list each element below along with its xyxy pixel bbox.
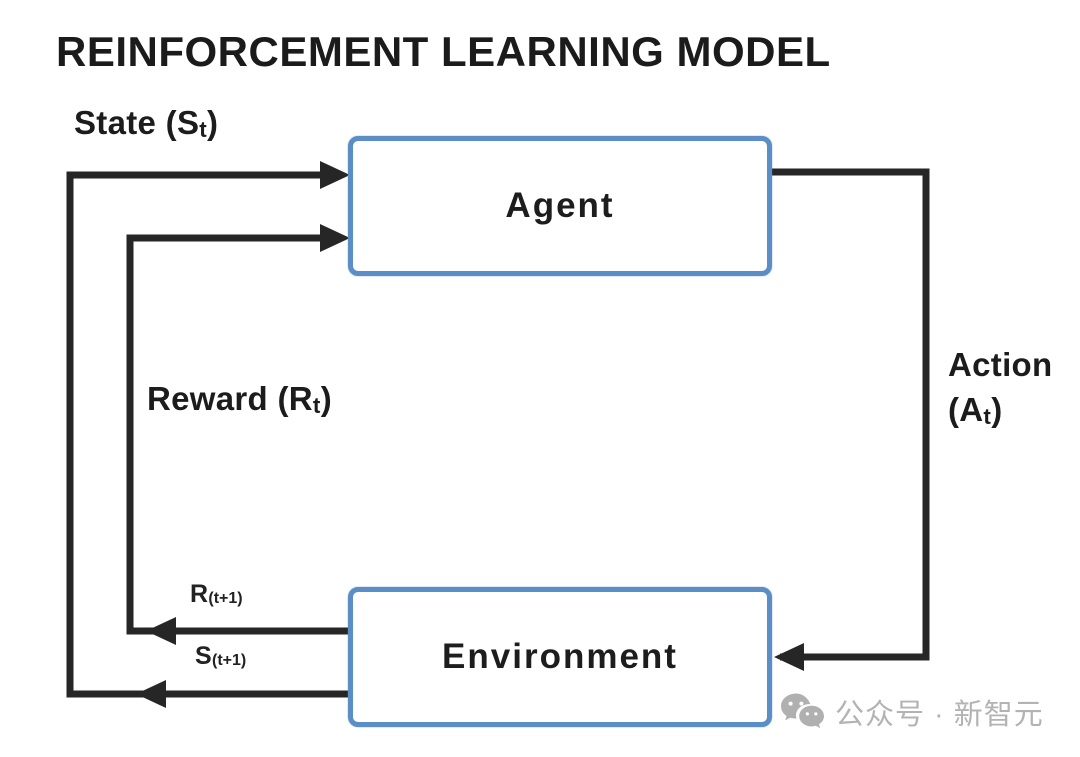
wechat-icon [781,693,824,729]
action-label-post: ) [991,391,1003,428]
state-next-sub: (t+1) [211,652,247,670]
agent-box-label: Agent [505,186,615,225]
state-arrowhead-agent [320,161,350,189]
action-label: Action (At) [948,342,1052,436]
reward-next-pre: R [190,580,209,608]
action-label-line1: Action [948,346,1053,383]
action-arrowhead-environment [774,643,804,671]
reward-arrow [126,224,350,645]
state-arrowhead-corner [136,680,166,708]
reward-label-sub: t [312,393,321,419]
reward-label: Reward (Rt) [147,380,332,418]
reward-arrowhead-agent [320,224,350,252]
watermark-text: 公众号 · 新智元 [835,699,1044,731]
state-label-sub: t [199,117,208,143]
state-label-post: ) [207,104,219,141]
state-next-label: S(t+1) [195,642,246,671]
state-arrow [66,161,350,708]
action-arrow [772,168,930,671]
action-label-pre: (A [948,391,984,428]
state-label-pre: State (S [74,104,200,141]
reward-next-label: R(t+1) [190,580,243,609]
reward-label-post: ) [320,380,332,417]
action-label-sub: t [983,404,992,430]
state-label: State (St) [74,104,218,142]
reward-arrowhead-corner [146,617,176,645]
reward-label-pre: Reward (R [147,380,313,417]
action-label-line2: (At) [948,387,1052,436]
state-next-pre: S [195,642,212,670]
environment-box-label: Environment [442,637,678,676]
environment-box: Environment [348,587,772,727]
watermark: 公众号 · 新智元 [779,691,1044,733]
reward-next-sub: (t+1) [208,590,243,608]
page-title: REINFORCEMENT LEARNING MODEL [56,28,831,75]
agent-box: Agent [348,136,772,276]
